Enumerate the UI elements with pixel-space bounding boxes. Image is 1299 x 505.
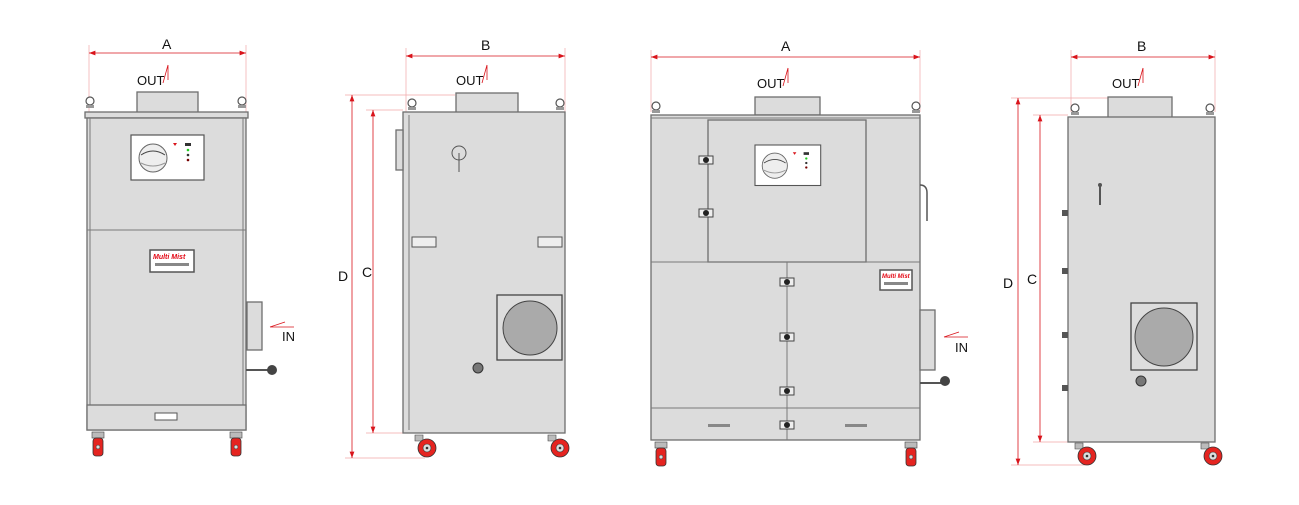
dimension-b-label: B (1137, 38, 1146, 54)
inlet-grille (496, 294, 563, 361)
side-view-large: B OUT D C (1003, 38, 1223, 466)
outlet-arrow-icon (481, 64, 488, 84)
outlet-label: OUT (137, 73, 165, 88)
inlet-label: IN (282, 329, 295, 344)
front-view-small: A OUT Multi Mist IN (84, 36, 295, 457)
side-view-small: B OUT D C (338, 37, 570, 459)
inlet-arrow-icon (269, 321, 294, 328)
outlet-arrow-icon (1137, 67, 1144, 87)
outlet-label: OUT (757, 76, 785, 91)
dimension-a-label: A (162, 36, 172, 52)
brand-logo: Multi Mist (149, 249, 195, 273)
front-view-large: A OUT Multi Mist IN (650, 38, 968, 467)
outlet-label: OUT (456, 73, 484, 88)
brand-logo: Multi Mist (879, 269, 913, 291)
dimension-c-label: C (362, 264, 372, 280)
inlet-label: IN (955, 340, 968, 355)
dimension-d-label: D (338, 268, 348, 284)
svg-text:Multi Mist: Multi Mist (882, 274, 911, 280)
outlet-arrow-icon (162, 64, 169, 84)
inlet-grille (1130, 302, 1198, 371)
dimension-c-label: C (1027, 271, 1037, 287)
inlet-arrow-icon (943, 331, 968, 338)
outlet-arrow-icon (782, 67, 789, 87)
dimension-b-label: B (481, 37, 490, 53)
dimension-d-label: D (1003, 275, 1013, 291)
outlet-label: OUT (1112, 76, 1140, 91)
svg-text:Multi Mist: Multi Mist (153, 254, 186, 261)
dimension-a-label: A (781, 38, 791, 54)
